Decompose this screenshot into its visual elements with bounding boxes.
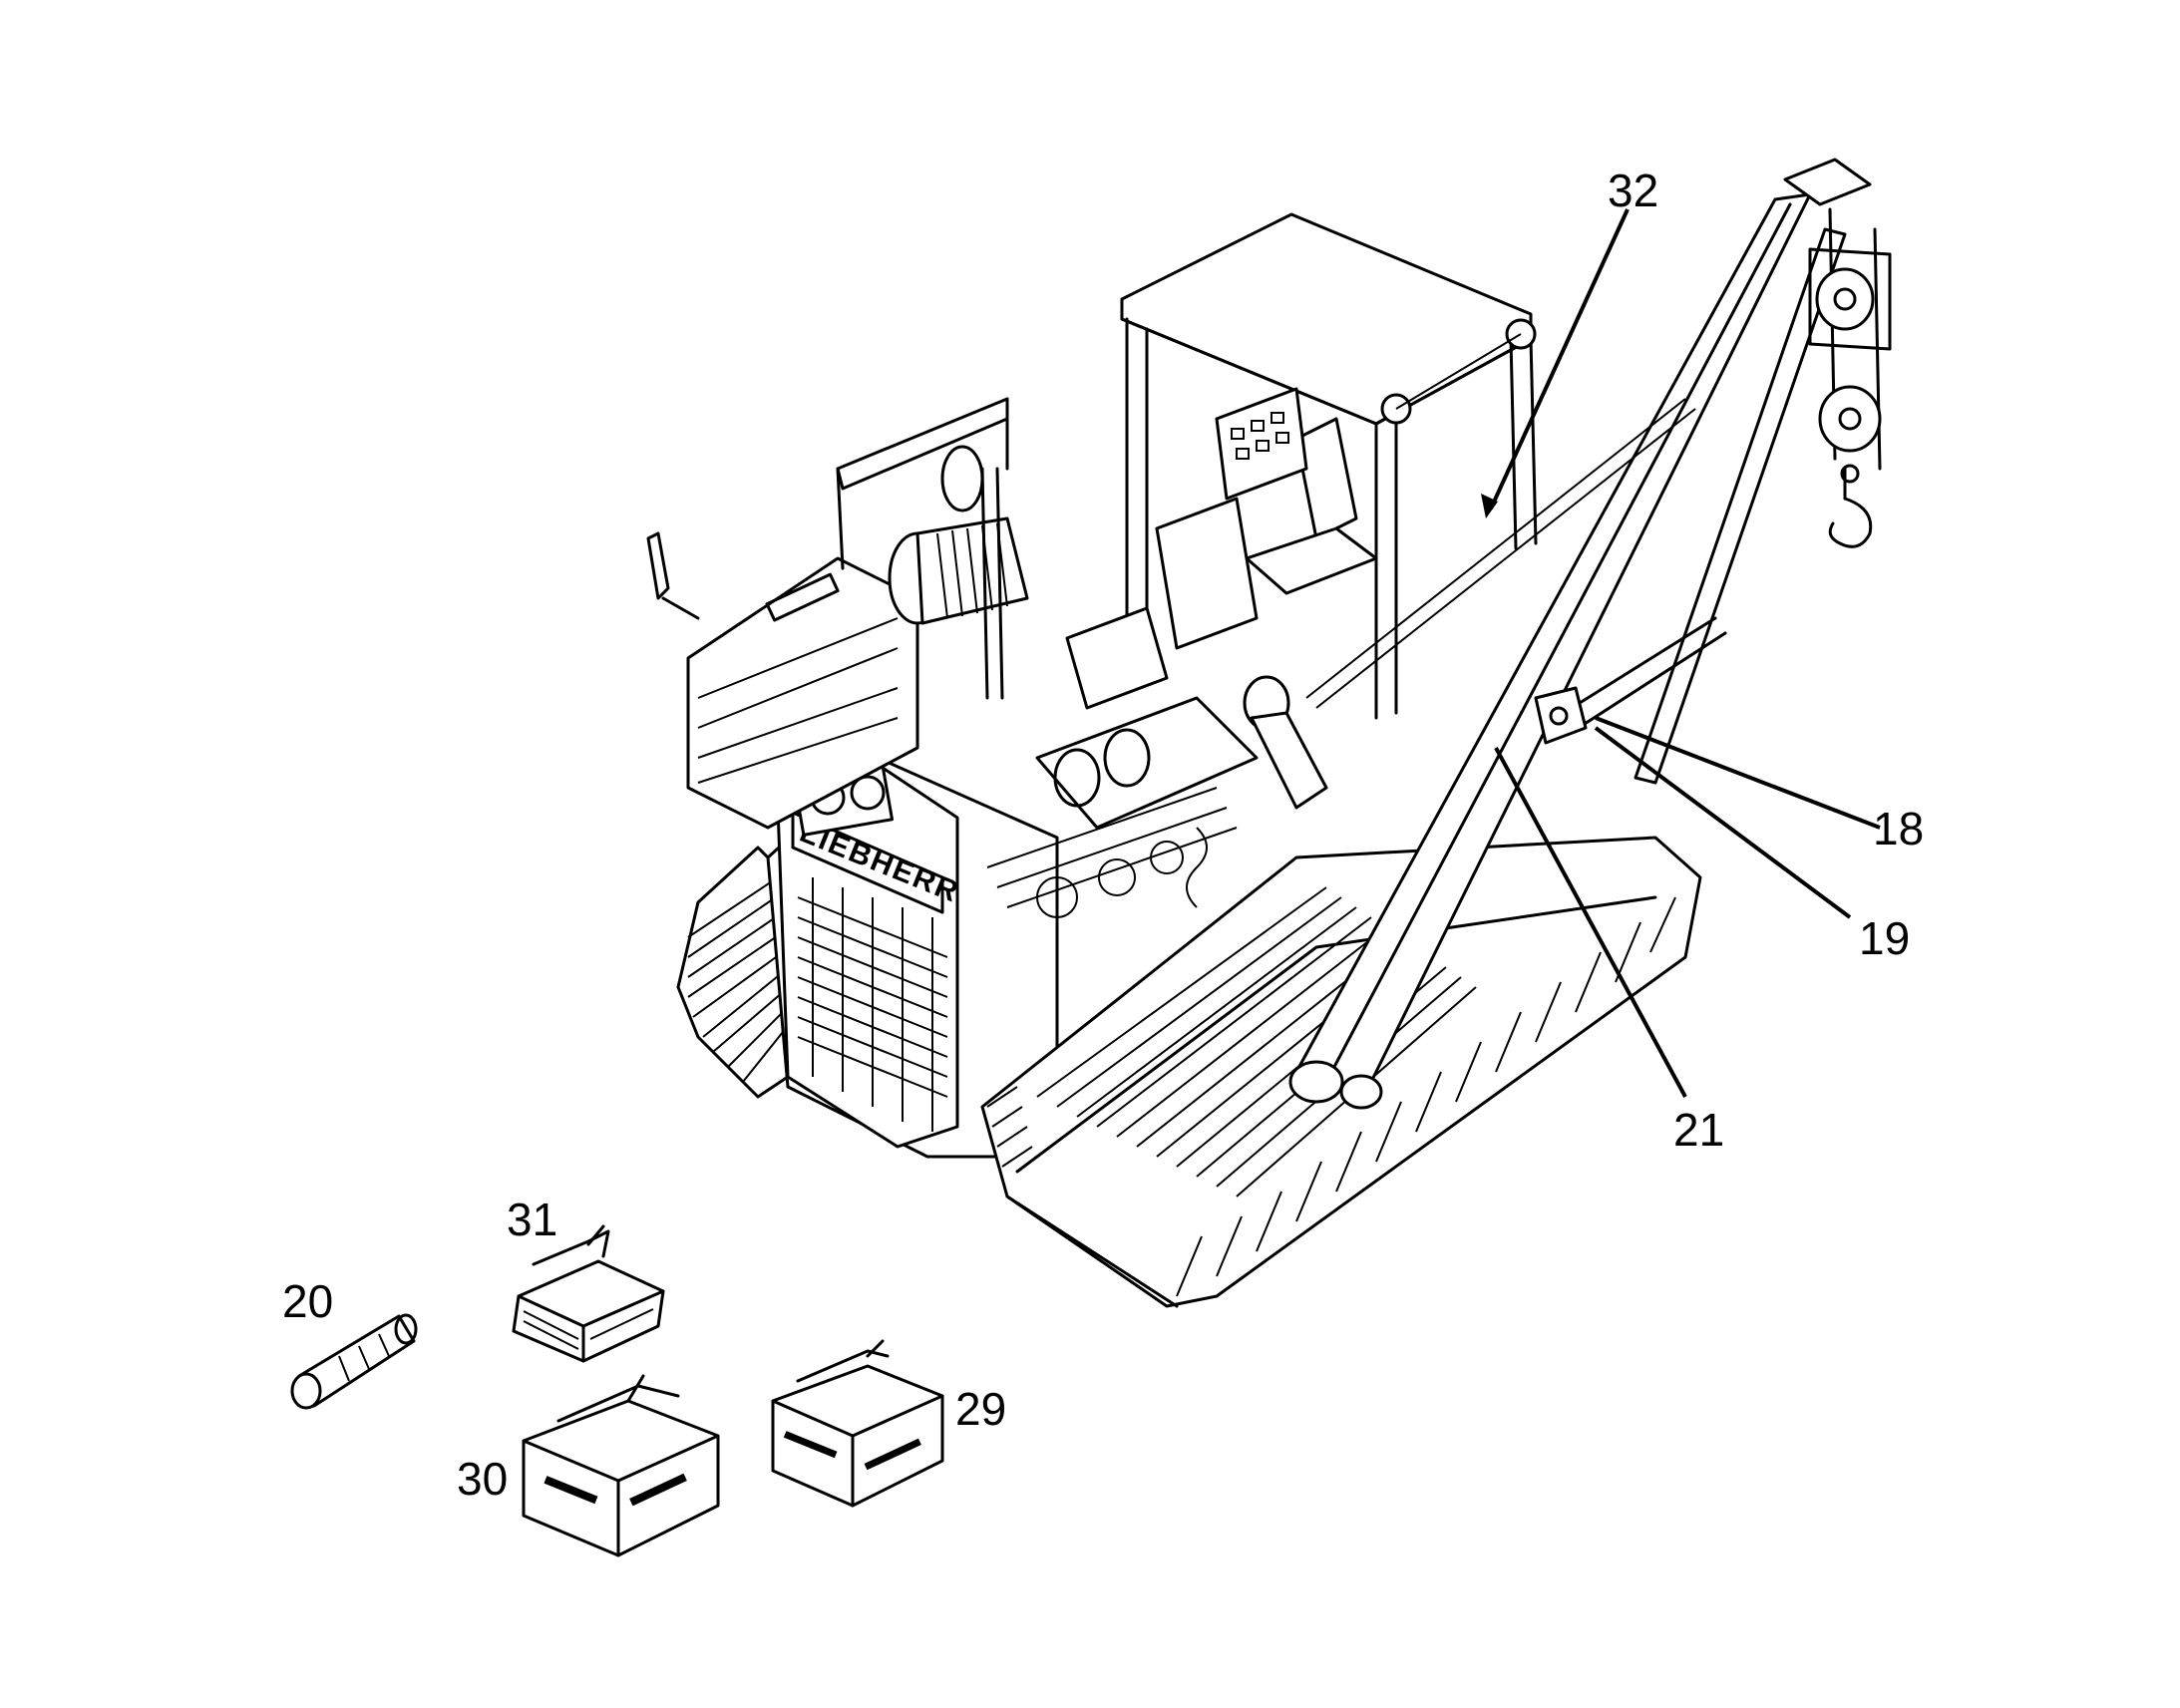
part-30-box xyxy=(522,1374,720,1557)
left-track xyxy=(676,846,790,1099)
hook-block xyxy=(1808,207,1892,548)
winch-drum xyxy=(888,445,1029,700)
callout-30: 30 xyxy=(457,1453,509,1505)
engine-components xyxy=(986,606,1328,918)
callout-29: 29 xyxy=(955,1383,1007,1435)
rear-frame xyxy=(836,397,1009,570)
engine-body: LIEBHERR xyxy=(766,756,1059,1159)
cab-canopy xyxy=(1120,212,1538,720)
callout-32: 32 xyxy=(1608,165,1659,216)
callout-18: 18 xyxy=(1873,803,1925,854)
part-31-box xyxy=(512,1224,665,1363)
callout-21: 21 xyxy=(1673,1104,1725,1156)
callout-19: 19 xyxy=(1859,912,1911,964)
part-29-box xyxy=(771,1339,944,1508)
callout-20: 20 xyxy=(282,1275,334,1327)
part-20-roll xyxy=(290,1313,418,1410)
counterweight xyxy=(646,531,919,830)
operator-seat xyxy=(1155,387,1378,650)
leader-lines xyxy=(1481,208,1881,1098)
hoist-cables xyxy=(1305,333,1696,709)
callout-31: 31 xyxy=(507,1194,558,1245)
